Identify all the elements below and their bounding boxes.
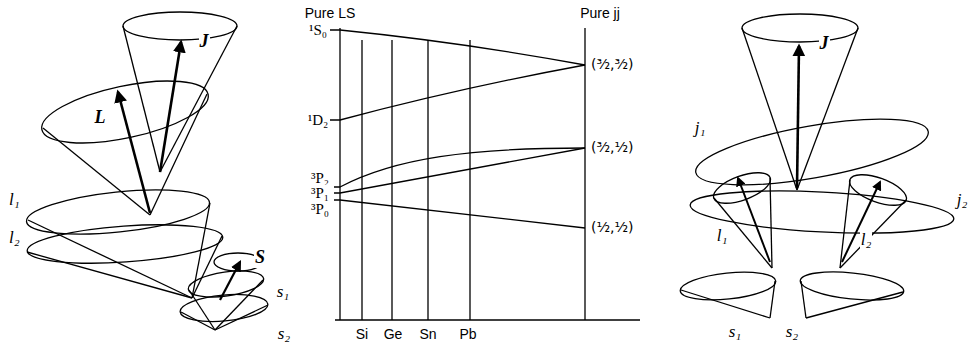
ls-coupling-cones-part: [160, 42, 181, 172]
ls-coupling-cones-part: [24, 182, 211, 241]
correlation-diagram-part: [334, 148, 585, 187]
ls-coupling-cones-part: [36, 69, 213, 155]
jj-coupling-cones-part: [689, 185, 955, 239]
ls-coupling-cones-part: [192, 203, 210, 298]
element-label: Sn: [418, 327, 437, 342]
ls-coupling-cones-part: [123, 26, 160, 172]
term-label: ¹S₀: [308, 22, 328, 39]
jj-coupling-cones-part: [770, 281, 775, 318]
jj-coupling-cones-part: [797, 46, 799, 188]
term-label: ¹D₂: [307, 112, 330, 129]
jj-coupling-cones-part: [806, 292, 903, 318]
jj-label: (³⁄₂,³⁄₂): [590, 57, 635, 72]
correlation-diagram-part: [469, 40, 470, 320]
correlation-diagram-part: [391, 40, 392, 320]
ls-coupling-cones-part: [220, 262, 240, 300]
jj-coupling-cones-part: [679, 268, 777, 304]
vector-label: s₂: [785, 323, 800, 342]
jj-label: (³⁄₂,¹⁄₂): [590, 140, 635, 155]
jj-coupling-cones-part: [742, 14, 858, 42]
correlation-diagram-part: [334, 148, 585, 193]
vector-label: l₁: [716, 227, 729, 246]
vector-label: j₂: [956, 191, 969, 210]
jj-coupling-cones-part: [691, 106, 932, 198]
ls-coupling-cones-part: [160, 26, 237, 172]
jj-coupling-cones-part: [840, 200, 906, 268]
jj-coupling-cones-part: [742, 28, 797, 190]
ls-coupling-cones-part: [189, 290, 215, 330]
jj-coupling-cones-part: [842, 182, 880, 262]
correlation-diagram-part: [584, 28, 585, 320]
term-label: ³P₀: [310, 201, 330, 218]
jj-coupling-cones-part: [714, 198, 772, 268]
term-label: ³P₁: [310, 185, 330, 202]
axis-heading: Pure jj: [579, 6, 621, 21]
ls-coupling-cones-part: [215, 305, 268, 330]
jj-coupling-cones-part: [797, 28, 858, 190]
vector-label: l₂: [8, 229, 21, 248]
jj-coupling-cones-part: [799, 268, 905, 305]
jj-label: (¹⁄₂,¹⁄₂): [590, 220, 635, 235]
correlation-diagram-part: [361, 40, 362, 320]
correlation-diagram-part: [330, 65, 585, 120]
correlation-diagram-part: [335, 319, 640, 320]
ls-coupling-cones: [24, 12, 269, 330]
vector-label: l₁: [8, 191, 21, 210]
vector-label: L: [94, 108, 107, 128]
vector-label: j₁: [694, 119, 707, 138]
ls-coupling-cones-part: [215, 280, 263, 330]
correlation-diagram-part: [334, 200, 585, 228]
correlation-diagram-part: [330, 30, 585, 65]
vector-label: l₂: [860, 231, 873, 250]
ls-coupling-cones-part: [123, 12, 237, 40]
ls-coupling-cones-part: [118, 92, 150, 213]
element-label: Pb: [458, 327, 477, 342]
vector-label: s₁: [728, 323, 743, 342]
jj-coupling-cones-part: [681, 290, 770, 318]
element-label: Si: [355, 327, 369, 342]
vector-label: J: [199, 32, 210, 52]
vector-label: s₁: [276, 283, 291, 302]
vector-label: S: [254, 248, 266, 268]
ls-coupling-cones-part: [150, 94, 207, 215]
element-label: Ge: [383, 327, 404, 342]
jj-coupling-cones: [679, 14, 955, 318]
jj-coupling-cones-part: [801, 281, 806, 318]
ls-coupling-cones-part: [28, 220, 192, 298]
jj-coupling-cones-part: [770, 178, 772, 268]
vector-label: s₂: [277, 325, 292, 344]
ls-coupling-cones-part: [27, 252, 192, 298]
jj-coupling-cones-part: [738, 178, 770, 262]
vector-label: J: [819, 34, 830, 54]
ls-coupling-cones-part: [26, 219, 224, 269]
correlation-diagram: [330, 28, 640, 320]
correlation-diagram-part: [427, 40, 428, 320]
ls-coupling-cones-part: [181, 312, 215, 330]
correlation-diagram-part: [339, 28, 340, 320]
axis-heading: Pure LS: [304, 6, 357, 21]
